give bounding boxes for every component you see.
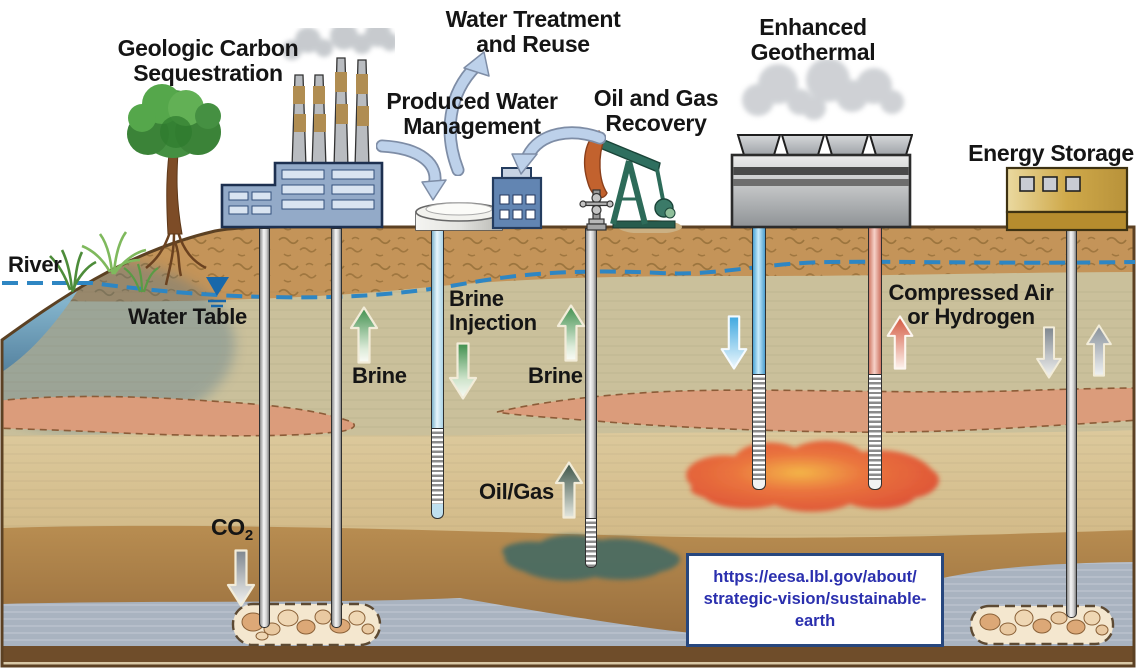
oil-gas-well-screen	[585, 518, 597, 568]
label-co2: CO2	[211, 514, 253, 544]
tree-roots	[145, 231, 207, 286]
to-water-treatment-arrow	[443, 51, 490, 176]
building-windows	[499, 194, 536, 220]
label-brine-left: Brine	[352, 363, 407, 388]
ground-layers	[2, 227, 1134, 666]
co2-injection-down-arrow	[226, 549, 256, 607]
label-enhanced-geothermal: Enhanced Geothermal	[750, 14, 876, 66]
tree	[127, 84, 221, 286]
label-compressed-air-hydrogen: Compressed Air or Hydrogen	[888, 280, 1054, 329]
geothermal-injection-down-arrow	[720, 315, 748, 370]
factory-windows	[228, 169, 375, 215]
energy-storage-reservoir	[969, 604, 1115, 646]
brine-injection-down-arrow	[448, 342, 478, 400]
source-link-box[interactable]: https://eesa.lbl.gov/about/ strategic-vi…	[686, 553, 944, 647]
label-oil-gas-recovery: Oil and Gas Recovery	[593, 85, 719, 137]
bottom-bar	[2, 646, 1134, 662]
wellhead-christmas-tree	[579, 189, 614, 231]
water-table-line	[2, 259, 1136, 300]
co2-storage-reservoir	[231, 602, 382, 647]
label-oil-gas-flow: Oil/Gas	[479, 479, 554, 504]
brine-up-left-arrow	[349, 306, 379, 364]
source-link-line2[interactable]: strategic-vision/sustainable-	[703, 590, 927, 609]
geothermal-stripe-light	[733, 179, 909, 186]
water-table-symbol-icon	[206, 277, 229, 308]
label-produced-water-management: Produced Water Management	[386, 88, 558, 140]
oil-gas-well	[585, 228, 597, 520]
brine-injection-well	[431, 230, 444, 430]
riverbank-plants	[49, 231, 159, 293]
storage-base	[1005, 210, 1129, 232]
brine-injection-well-tip	[431, 504, 444, 519]
factory-smoke	[282, 28, 395, 60]
geothermal-production-well-tip	[868, 480, 882, 490]
geothermal-steam	[742, 60, 904, 120]
source-link-line1[interactable]: https://eesa.lbl.gov/about/	[713, 568, 917, 587]
factory-to-tank-arrow	[376, 139, 447, 201]
geothermal-stripe-dark	[733, 167, 909, 175]
geothermal-body	[730, 153, 912, 229]
geothermal-production-up-arrow	[886, 315, 914, 370]
co2-well-2	[331, 228, 342, 628]
oil-gas-up-arrow	[554, 461, 584, 519]
pumpjack-derrick	[610, 160, 648, 225]
storage-windows	[1019, 176, 1081, 192]
label-energy-storage: Energy Storage	[968, 140, 1134, 166]
label-water-table: Water Table	[128, 304, 247, 329]
geothermal-production-well-screen	[868, 374, 882, 482]
storage-production-up-arrow	[1086, 324, 1112, 377]
geothermal-injection-well-tip	[752, 480, 766, 490]
carbon-sequestration-plant	[220, 28, 395, 229]
pumpjack-to-management-arrow	[511, 126, 606, 175]
label-geologic-carbon-sequestration: Geologic Carbon Sequestration	[117, 35, 299, 87]
source-link-line3[interactable]: earth	[794, 611, 836, 630]
co2-well-1	[259, 228, 270, 628]
label-brine-right: Brine	[528, 363, 583, 388]
label-river: River	[8, 252, 62, 277]
tree-foliage	[127, 84, 221, 158]
label-brine-injection: Brine Injection	[449, 286, 537, 335]
geothermal-injection-well-screen	[752, 374, 766, 482]
brine-injection-well-screen	[431, 428, 444, 506]
geothermal-injection-well	[752, 224, 766, 376]
factory-smokestacks	[291, 57, 370, 169]
cooling-cells	[736, 134, 913, 156]
geothermal-plant	[730, 60, 913, 229]
storage-injection-down-arrow	[1036, 326, 1062, 379]
energy-storage-facility	[1005, 166, 1129, 232]
water-management-building	[491, 167, 543, 230]
brine-up-right-arrow	[556, 304, 586, 362]
pumpjack-crank	[654, 168, 676, 219]
label-water-treatment-reuse: Water Treatment and Reuse	[445, 6, 621, 58]
